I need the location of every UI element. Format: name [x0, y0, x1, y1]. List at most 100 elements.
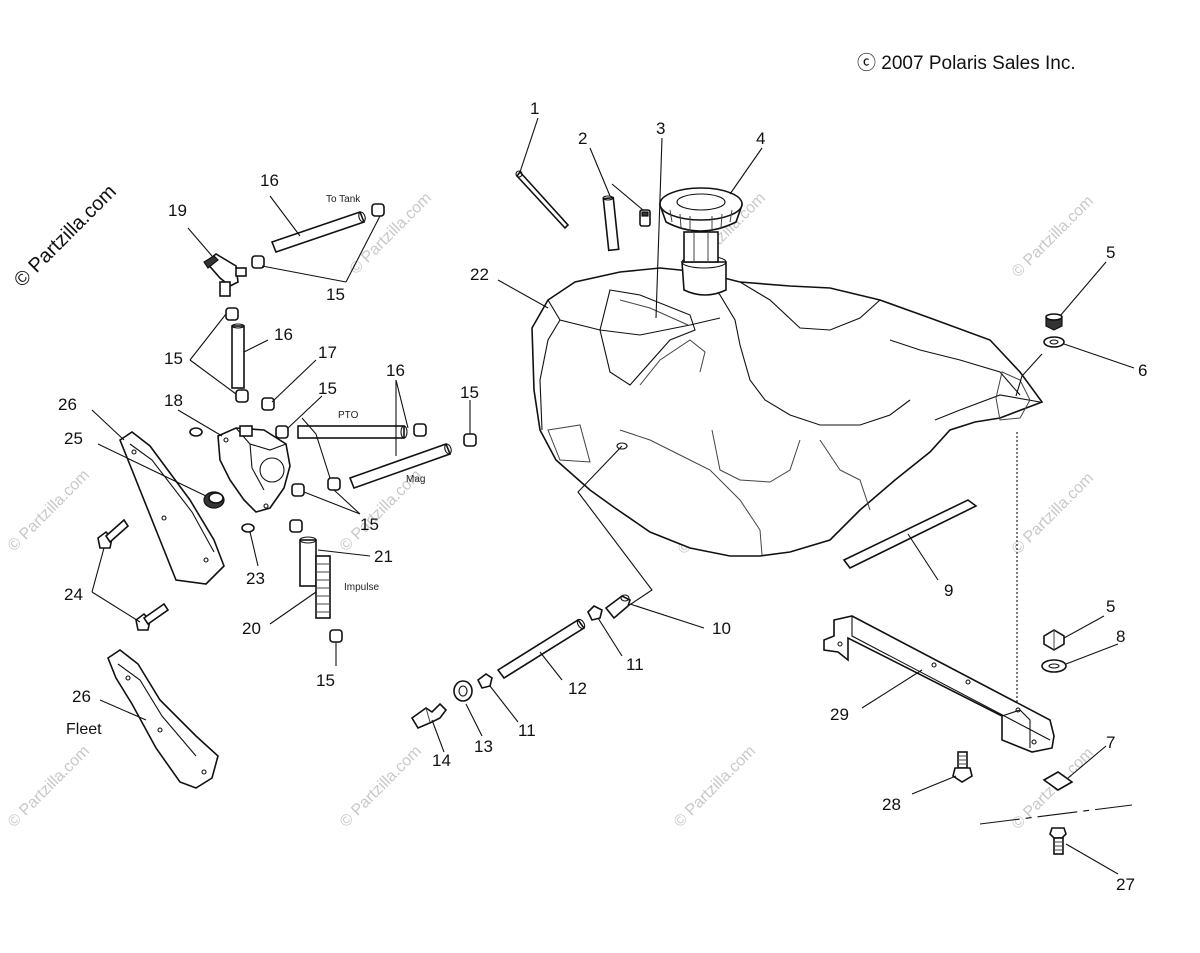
notes: To Tank PTO Mag Impulse Fleet [66, 194, 425, 738]
watermark: © Partzilla.com [1009, 193, 1097, 281]
callout-25: 25 [64, 429, 83, 448]
washer-6 [1043, 336, 1065, 348]
callout-21: 21 [374, 547, 393, 566]
callout-20: 20 [242, 619, 261, 638]
callout-1: 1 [530, 99, 539, 118]
heat-shield-26-fleet [107, 649, 219, 789]
callout-29: 29 [830, 705, 849, 724]
fuel-pump-18 [217, 425, 291, 513]
callout-5-upper: 5 [1106, 243, 1115, 262]
hose-16-mag [348, 442, 452, 490]
leader-lines [91, 117, 1135, 875]
nut-5-upper [1045, 313, 1063, 331]
clamp-15-j [289, 519, 303, 533]
callout-18: 18 [164, 391, 183, 410]
callout-2: 2 [578, 129, 587, 148]
note-fleet: Fleet [66, 721, 102, 738]
callout-12: 12 [568, 679, 587, 698]
nut-5-lower [1043, 629, 1065, 651]
dash-line [979, 804, 1133, 825]
grommet-25 [203, 491, 225, 509]
callout-8: 8 [1116, 627, 1125, 646]
fuel-cap-4 [658, 187, 744, 263]
callout-7: 7 [1106, 733, 1115, 752]
callout-15-left: 15 [164, 349, 183, 368]
callout-22: 22 [470, 265, 489, 284]
bolt-24-upper [97, 518, 130, 549]
clamp-17 [261, 397, 275, 411]
clamp-15-d [235, 389, 249, 403]
callout-15-top: 15 [326, 285, 345, 304]
watermark: © Partzilla.com [5, 743, 93, 831]
note-impulse: Impulse [344, 582, 379, 593]
bolt-28 [952, 751, 973, 783]
valve-3 [639, 209, 651, 227]
clamp-15-k [329, 629, 343, 643]
fitting-10 [604, 594, 631, 620]
bracket-29 [823, 615, 1055, 753]
clamp-15-e [275, 425, 289, 439]
callout-19: 19 [168, 201, 187, 220]
hose-12 [496, 618, 586, 680]
hose-16-pto [297, 425, 408, 439]
callout-26-top: 26 [58, 395, 77, 414]
note-mag: Mag [406, 474, 425, 485]
callout-11-lower: 11 [518, 721, 536, 740]
clamp-15-g [463, 433, 477, 447]
callout-17: 17 [318, 343, 337, 362]
callout-15-mid: 15 [318, 379, 337, 398]
watermark: © Partzilla.com [5, 467, 93, 555]
watermark: © Partzilla.com [1009, 470, 1097, 558]
callout-16-top: 16 [260, 171, 279, 190]
impulse-fitting-20 [315, 555, 331, 619]
grommet-13 [453, 680, 473, 702]
fuel-valve-19 [203, 253, 247, 297]
note-pto: PTO [338, 410, 359, 421]
callout-26-fleet: 26 [72, 687, 91, 706]
vent-strap-1 [515, 170, 570, 230]
callout-11-upper: 11 [626, 655, 644, 674]
clamp-15-a [251, 255, 265, 269]
callout-15-right: 15 [460, 383, 479, 402]
fuel-tank-22 [531, 255, 1044, 557]
callout-15-lower: 15 [360, 515, 379, 534]
callout-4: 4 [756, 129, 765, 148]
bolt-27 [1049, 827, 1067, 855]
note-to-tank: To Tank [326, 194, 361, 205]
watermark: © Partzilla.com [1009, 745, 1097, 833]
clamp-15-i [291, 483, 305, 497]
watermark: © Partzilla.com [671, 743, 759, 831]
vent-tube-2 [602, 195, 620, 252]
callout-16-right: 16 [386, 361, 405, 380]
callout-23: 23 [246, 569, 265, 588]
clamp-15-b [371, 203, 385, 217]
washer-8 [1041, 659, 1067, 673]
callout-3: 3 [656, 119, 665, 138]
callout-10: 10 [712, 619, 731, 638]
bolt-24-lower [135, 602, 170, 631]
hose-16-to-tank [270, 210, 366, 254]
callout-24: 24 [64, 585, 83, 604]
hose-21-impulse [299, 536, 317, 587]
callout-5-lower: 5 [1106, 597, 1115, 616]
callout-9: 9 [944, 581, 953, 600]
watermark: © Partzilla.com [337, 743, 425, 831]
washer-23-upper [189, 427, 203, 437]
fitting-14 [410, 702, 448, 730]
clamp-15-h [327, 477, 341, 491]
clamp-15-c [225, 307, 239, 321]
clamp-11-lower [476, 673, 493, 689]
pad-7 [1042, 771, 1074, 791]
callout-6: 6 [1138, 361, 1147, 380]
callout-27: 27 [1116, 875, 1135, 894]
clamp-15-f [413, 423, 427, 437]
callouts: 1 2 3 4 5 6 22 5 8 7 27 28 29 9 10 11 12… [58, 99, 1147, 894]
heat-shield-26 [119, 431, 225, 585]
callout-14: 14 [432, 751, 451, 770]
copyright-notice: ⓒ 2007 Polaris Sales Inc. [857, 52, 1076, 74]
clamp-11-upper [587, 605, 603, 621]
callout-13: 13 [474, 737, 493, 756]
watermark-main: © Partzilla.com [10, 181, 121, 292]
washer-23 [241, 523, 255, 533]
